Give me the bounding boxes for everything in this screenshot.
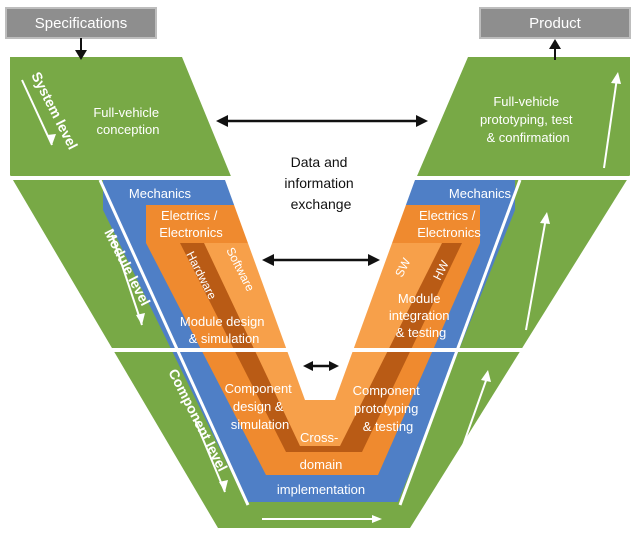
left-down-arrow-3: [194, 419, 226, 493]
right-system-text: Full-vehicle prototyping, test & confirm…: [480, 94, 576, 145]
right-up-arrowhead-1: [481, 370, 491, 382]
left-system-text: Full-vehicle conception: [93, 105, 162, 137]
right-electrics: Electrics / Electronics: [417, 208, 481, 240]
product-box: [479, 7, 631, 39]
left-electrics: Electrics / Electronics: [159, 208, 223, 240]
left-down-arrow-2: [111, 234, 143, 326]
right-module-text: Module integration & testing: [389, 291, 453, 340]
bottom-arrowhead: [372, 515, 382, 523]
left-down-arrowhead-1: [47, 134, 56, 145]
exchange-arrowhead-middle-left: [262, 254, 274, 266]
exchange-arrowhead-top-right: [416, 115, 428, 127]
product-label: Product: [529, 15, 582, 32]
right-up-arrowhead-2: [540, 212, 550, 224]
right-strip-line: [398, 179, 522, 506]
product-arrowhead: [549, 39, 561, 49]
left-module-text: Module design & simulation: [180, 314, 268, 346]
specifications-arrowhead: [75, 50, 87, 60]
implementation-text: implementation: [277, 482, 365, 497]
right-component-text: Component prototyping & testing: [353, 383, 424, 434]
left-component-text: Component design & simulation: [225, 381, 296, 432]
exchange-arrowhead-bottom-left: [303, 361, 313, 371]
right-up-arrowhead-3: [611, 72, 621, 84]
specifications-box: [5, 7, 157, 39]
exchange-text: Data and information exchange: [284, 154, 357, 212]
right-up-arrow-1: [439, 374, 489, 511]
specifications-label: Specifications: [35, 15, 128, 32]
right-up-arrow-2: [525, 217, 547, 331]
left-strip-line: [98, 179, 250, 506]
inner-notch: [225, 180, 415, 400]
left-down-arrowhead-2: [136, 313, 145, 325]
left-down-arrow-1: [21, 79, 53, 146]
right-mechanics: Mechanics: [449, 186, 512, 201]
exchange-arrowhead-top-left: [216, 115, 228, 127]
right-up-arrow-3: [603, 77, 618, 169]
left-down-arrowhead-3: [219, 480, 228, 492]
exchange-arrowhead-bottom-right: [329, 361, 339, 371]
cross-domain-text: Cross- domain: [300, 430, 343, 472]
left-mechanics: Mechanics: [129, 186, 192, 201]
exchange-arrowhead-middle-right: [368, 254, 380, 266]
